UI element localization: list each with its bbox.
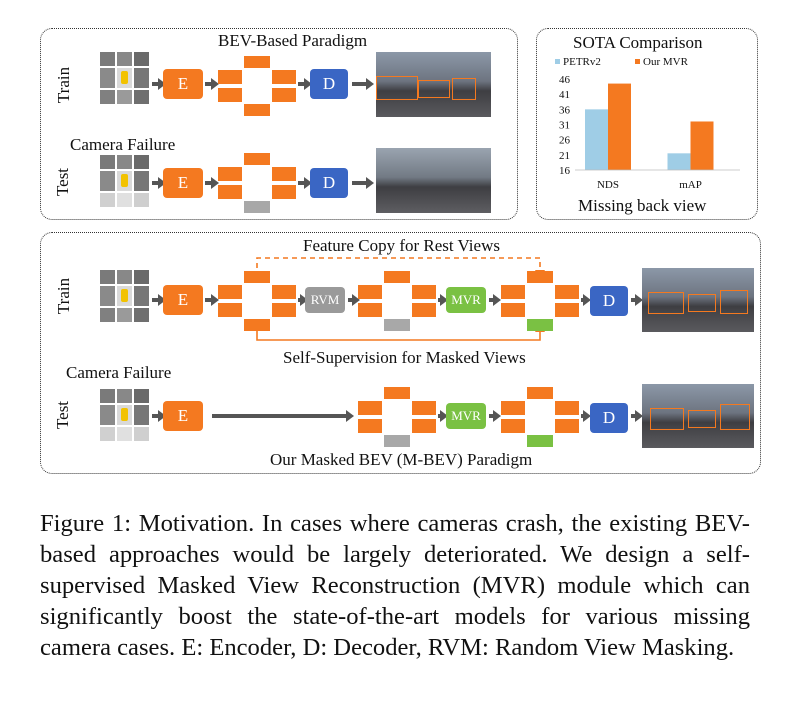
legend-label-1: Our MVR bbox=[643, 56, 689, 68]
bar-mAP-0 bbox=[667, 153, 691, 170]
camera-grid-test-top bbox=[100, 155, 150, 211]
rvm-box: RVM bbox=[305, 287, 345, 313]
camera-grid-train-bottom bbox=[100, 270, 150, 326]
road-image-test-top bbox=[376, 148, 491, 213]
bar-NDS-0 bbox=[585, 109, 608, 170]
decoder-box-test-bottom: D bbox=[590, 403, 628, 433]
mbev-paradigm-panel bbox=[40, 232, 761, 474]
ego-car-icon bbox=[121, 408, 128, 421]
camera-grid-test-bottom bbox=[100, 389, 150, 445]
figure-caption: Figure 1: Motivation. In cases where cam… bbox=[40, 510, 750, 661]
long-arrow bbox=[212, 410, 354, 422]
arrow bbox=[152, 294, 166, 306]
road-detection-image-train-top bbox=[376, 52, 491, 117]
arrow bbox=[438, 294, 448, 306]
arrow bbox=[438, 410, 448, 422]
road-detection-image-train-bottom bbox=[642, 268, 754, 332]
bar-mAP-1 bbox=[690, 121, 714, 170]
bev-feature-train-bottom-2 bbox=[358, 271, 436, 333]
camera-grid-train-top bbox=[100, 52, 150, 108]
encoder-box-train-top: E bbox=[163, 69, 203, 99]
arrow bbox=[298, 78, 312, 90]
legend-swatch-1 bbox=[635, 59, 640, 64]
bev-feature-test-bottom-1 bbox=[358, 387, 436, 449]
ego-car-icon bbox=[121, 289, 128, 302]
mvr-box-train: MVR bbox=[446, 287, 486, 313]
arrow bbox=[152, 177, 166, 189]
encoder-box-train-bottom: E bbox=[163, 285, 203, 315]
arrow bbox=[489, 410, 501, 422]
arrow bbox=[152, 410, 166, 422]
encoder-box-test-top: E bbox=[163, 168, 203, 198]
decoder-box-test-top: D bbox=[310, 168, 348, 198]
arrow bbox=[581, 294, 591, 306]
arrow bbox=[205, 78, 219, 90]
ego-car-icon bbox=[121, 71, 128, 84]
bar-NDS-1 bbox=[608, 83, 631, 170]
y-tick-1: 21 bbox=[559, 150, 570, 162]
sota-comparison-panel bbox=[536, 28, 758, 220]
arrow bbox=[631, 294, 643, 306]
mvr-box-test: MVR bbox=[446, 403, 486, 429]
arrow bbox=[298, 294, 308, 306]
arrow bbox=[348, 294, 360, 306]
decoder-box-train-top: D bbox=[310, 69, 348, 99]
x-tick-0: NDS bbox=[597, 179, 619, 191]
bev-feature-train-bottom-1 bbox=[218, 271, 296, 333]
legend-swatch-0 bbox=[555, 59, 560, 64]
mbev-paradigm-title: Our Masked BEV (M-BEV) Paradigm bbox=[270, 450, 533, 469]
feature-copy-label: Feature Copy for Rest Views bbox=[303, 236, 500, 255]
arrow bbox=[205, 177, 219, 189]
arrow bbox=[352, 78, 374, 90]
arrow bbox=[489, 294, 501, 306]
camera-failure-label-bottom: Camera Failure bbox=[66, 363, 172, 382]
x-tick-1: mAP bbox=[679, 179, 702, 191]
bev-feature-train-bottom-3 bbox=[501, 271, 579, 333]
y-tick-5: 41 bbox=[559, 89, 570, 101]
legend-label-0: PETRv2 bbox=[563, 56, 601, 68]
bev-paradigm-panel bbox=[40, 28, 518, 220]
camera-failure-label-top: Camera Failure bbox=[70, 135, 176, 154]
arrow bbox=[205, 294, 219, 306]
ego-car-icon bbox=[121, 174, 128, 187]
arrow bbox=[152, 78, 166, 90]
bev-feature-train-top bbox=[218, 56, 296, 118]
y-tick-0: 16 bbox=[559, 165, 571, 177]
bev-feature-test-bottom-2 bbox=[501, 387, 579, 449]
self-supervision-label: Self-Supervision for Masked Views bbox=[283, 348, 526, 367]
arrow bbox=[298, 177, 312, 189]
y-tick-4: 36 bbox=[559, 104, 571, 116]
y-tick-6: 46 bbox=[559, 74, 571, 86]
y-tick-2: 26 bbox=[559, 135, 571, 147]
arrow bbox=[631, 410, 643, 422]
decoder-box-train-bottom: D bbox=[590, 286, 628, 316]
sota-footer: Missing back view bbox=[578, 196, 707, 215]
arrow bbox=[581, 410, 591, 422]
road-detection-image-test-bottom bbox=[642, 384, 754, 448]
y-tick-3: 31 bbox=[559, 120, 570, 132]
bev-feature-test-top bbox=[218, 153, 296, 215]
arrow bbox=[352, 177, 374, 189]
bev-paradigm-title: BEV-Based Paradigm bbox=[218, 31, 368, 50]
encoder-box-test-bottom: E bbox=[163, 401, 203, 431]
sota-title: SOTA Comparison bbox=[573, 33, 703, 52]
